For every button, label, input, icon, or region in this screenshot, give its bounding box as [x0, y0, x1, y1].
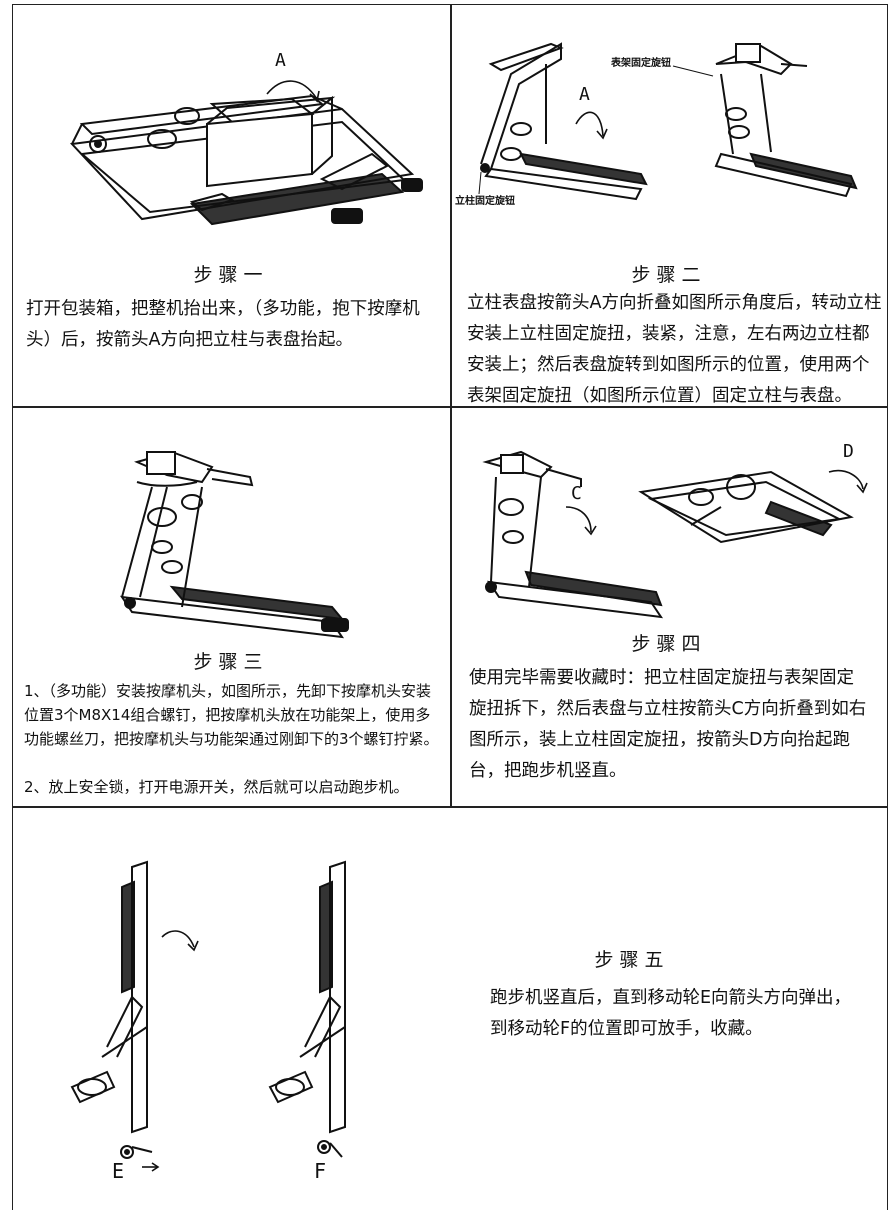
step-3-line-2: 2、放上安全锁，打开电源开关，然后就可以启动跑步机。 — [24, 778, 409, 796]
step-1-cell: A 步骤一 打开包装箱，把整机抬出来，（多功能，抱下按摩机头）后，按箭头A方向把… — [12, 4, 450, 406]
step-5-illustration — [70, 860, 346, 1172]
step-5-text: 跑步机竖直后，直到移动轮E向箭头方向弹出，到移动轮F的位置即可放手，收藏。 — [490, 988, 852, 1039]
step-2-cell: A 表架固定旋钮 立柱固定旋钮 步骤二 立柱表盘按箭头A方向折叠如图所示角度后，… — [451, 4, 887, 406]
step-1-title: 步骤一 — [193, 264, 269, 286]
step-4-cell: C D 步骤四 使用完毕需要收藏时：把立柱固定旋扭与表架固定旋扭拆下，然后表盘与… — [451, 407, 887, 806]
step-3-cell: 步骤三 1、（多功能）安装按摩机头，如图所示，先卸下按摩机头安装位置3个M8X1… — [12, 407, 450, 806]
step-1-illustration: A — [69, 50, 423, 226]
horizontal-divider-1 — [12, 406, 887, 408]
wheel-e-label: E — [112, 1159, 125, 1183]
arrow-d-label: D — [843, 441, 854, 462]
step-1-text: 打开包装箱，把整机抬出来，（多功能，抱下按摩机头）后，按箭头A方向把立柱与表盘抬… — [26, 299, 420, 350]
arrow-c-label: C — [571, 483, 582, 504]
horizontal-divider-2 — [12, 806, 887, 808]
step-2-text: 立柱表盘按箭头A方向折叠如图所示角度后，转动立柱安装上立柱固定旋扭，装紧，注意，… — [467, 293, 882, 406]
step-3-line-1: 1、（多功能）安装按摩机头，如图所示，先卸下按摩机头安装位置3个M8X14组合螺… — [24, 682, 439, 748]
step-3-illustration — [119, 450, 349, 639]
vertical-divider-top — [450, 4, 452, 806]
column-knob-callout: 立柱固定旋钮 — [455, 194, 515, 207]
step-2-illustration: A 表架固定旋钮 立柱固定旋钮 — [455, 42, 858, 207]
step-5-title: 步骤五 — [594, 949, 670, 971]
step-4-illustration: C D — [482, 441, 868, 619]
console-knob-callout: 表架固定旋钮 — [610, 56, 671, 69]
step-1-arrow-label: A — [275, 50, 286, 71]
wheel-f-label: F — [314, 1159, 327, 1183]
step-4-title: 步骤四 — [631, 633, 707, 655]
step-2-arrow-label: A — [579, 84, 590, 105]
step-5-cell: E F 步骤五 跑步机竖直后，直到移动轮E向箭头方向弹出，到移动轮F的位置即可放… — [12, 807, 887, 1205]
step-4-text: 使用完毕需要收藏时：把立柱固定旋扭与表架固定旋扭拆下，然后表盘与立柱按箭头C方向… — [469, 668, 867, 781]
step-2-title: 步骤二 — [631, 264, 707, 286]
step-3-title: 步骤三 — [193, 651, 269, 673]
